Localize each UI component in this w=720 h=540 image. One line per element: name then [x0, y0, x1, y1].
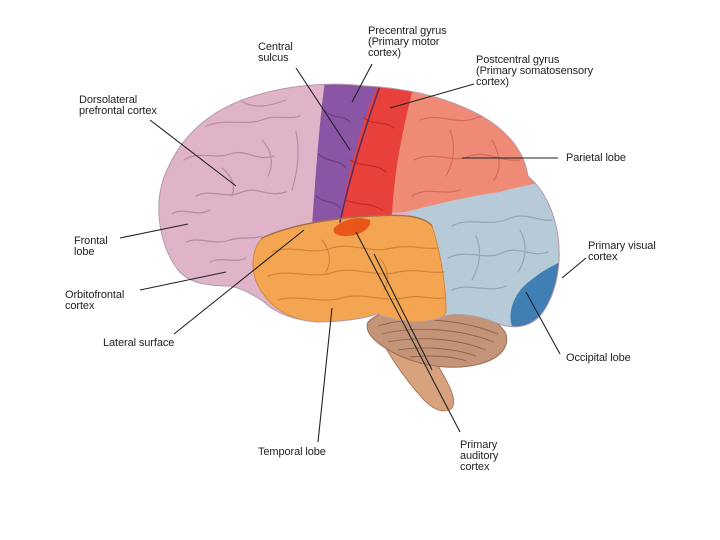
label-occipital-lobe: Occipital lobe [566, 352, 631, 364]
central-sulcus-line [339, 84, 389, 223]
occipital-folds [447, 215, 553, 291]
leader-precentral-gyrus [351, 63, 373, 103]
leader-dorsolateral-prefrontal [149, 119, 237, 187]
label-primary-visual: Primary visual cortex [588, 240, 656, 263]
leader-postcentral-gyrus [389, 83, 475, 109]
parietal-folds [411, 115, 521, 197]
leader-central-sulcus [295, 67, 351, 151]
leader-occipital-lobe [525, 291, 561, 355]
label-central-sulcus: Central sulcus [258, 41, 293, 64]
label-parietal-lobe: Parietal lobe [566, 152, 626, 164]
label-lateral-surface: Lateral surface [103, 337, 175, 349]
leader-primary-visual [561, 257, 587, 279]
primary-somatosensory-cortex-region [340, 84, 420, 223]
hemisphere-outline [158, 83, 560, 328]
primary-auditory-cortex-region [333, 218, 371, 236]
label-dorsolateral-prefrontal: Dorsolateral prefrontal cortex [79, 94, 157, 117]
motor-folds [315, 109, 351, 209]
somatosensory-folds [345, 117, 395, 211]
leader-frontal-lobe [119, 223, 189, 239]
frontal-folds [171, 99, 301, 263]
label-postcentral-gyrus: Postcentral gyrus (Primary somatosensory… [476, 54, 593, 88]
temporal-folds [267, 239, 445, 301]
label-frontal-lobe: Frontal lobe [74, 235, 108, 258]
label-orbitofrontal: Orbitofrontal cortex [65, 289, 125, 312]
leader-lateral-surface [173, 229, 305, 335]
label-precentral-gyrus: Precentral gyrus (Primary motor cortex) [368, 25, 447, 59]
primary-motor-cortex-region [312, 84, 388, 227]
label-primary-auditory: Primary auditory cortex [460, 439, 499, 473]
leader-lines [119, 63, 587, 443]
lateral-fissure-line [261, 214, 433, 239]
cerebellum-folds [377, 319, 499, 362]
leader-primary-auditory-b [373, 253, 433, 371]
leader-orbitofrontal [139, 271, 227, 291]
leader-temporal-lobe [317, 307, 333, 443]
label-temporal-lobe: Temporal lobe [258, 446, 326, 458]
leader-primary-auditory-a [355, 231, 461, 433]
